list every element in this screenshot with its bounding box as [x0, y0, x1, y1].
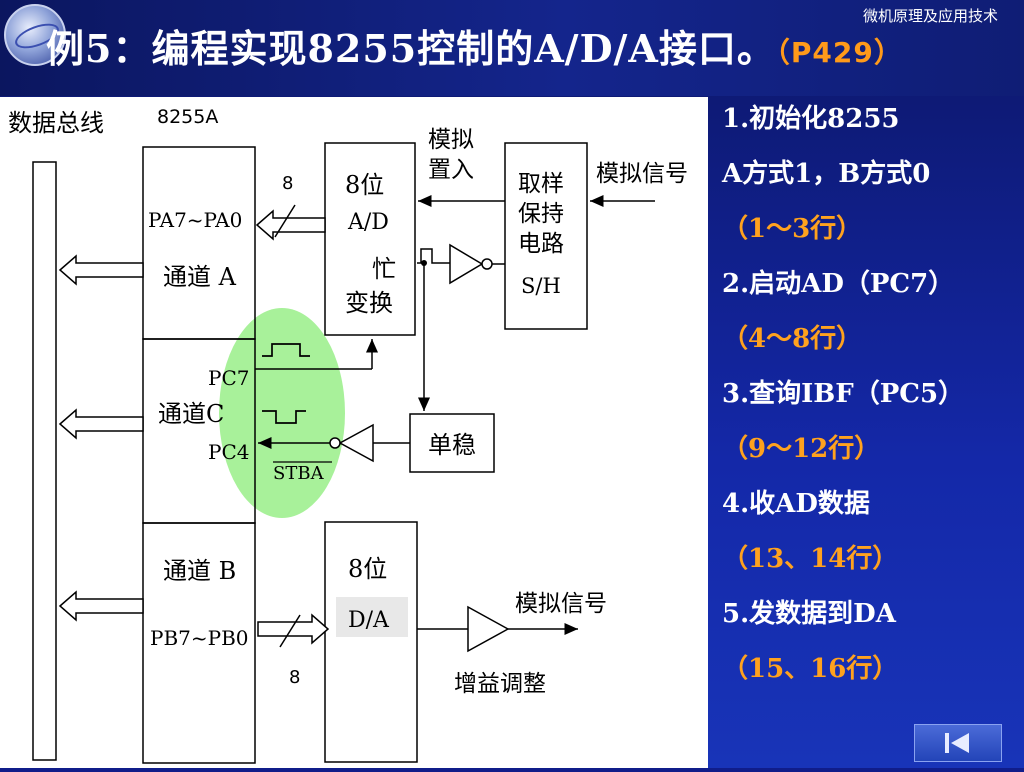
busy-pulse-icon — [417, 248, 440, 264]
step-line: （4～8行） — [722, 324, 863, 354]
dac-label-bg — [336, 597, 408, 637]
width-label-top: 8 — [282, 173, 293, 194]
analog-signal-in-label: 模拟信号 — [596, 161, 688, 187]
adc-line2: A/D — [347, 210, 389, 235]
monostable-block — [409, 413, 495, 473]
bus-arrow-b — [58, 590, 144, 622]
sh-line2: 保持 — [518, 201, 564, 227]
step-line: 4.收AD数据 — [722, 489, 870, 519]
port-b-to-dac-arrow — [257, 613, 330, 645]
slide-title: 例5：编程实现8255控制的A/D/A接口。（P429） — [46, 18, 903, 73]
gain-adjust-label: 增益调整 — [454, 671, 546, 697]
pc7-pulse-icon — [262, 343, 310, 357]
amplifier-icon — [467, 605, 510, 653]
width-label-bottom: 8 — [289, 667, 300, 688]
dac-line1: 8位 — [348, 555, 387, 583]
course-name: 微机原理及应用技术 — [862, 7, 998, 25]
sh-line1: 取样 — [518, 171, 564, 197]
chip-label: 8255A — [157, 106, 218, 128]
sh-line3: 电路 — [518, 231, 564, 257]
pc4-pulse-icon — [262, 410, 306, 424]
step-line: 1.初始化8255 — [722, 104, 900, 134]
adc-line1: 8位 — [345, 171, 384, 199]
circuit-svg: 数据总线 8255A PA7~PA0 通道 A 通道C PC7 PC4 STBA… — [8, 106, 688, 764]
pc4-label: PC4 — [208, 440, 249, 464]
pc7-label: PC7 — [208, 366, 249, 390]
step-line: （1～3行） — [722, 214, 863, 244]
port-b-label: 通道 B — [163, 557, 236, 585]
adc-busy: 忙 — [372, 255, 396, 283]
sh-line4: S/H — [521, 274, 561, 298]
adc-block — [324, 142, 416, 336]
dac-line2: D/A — [348, 608, 390, 633]
title-page-ref: （P429） — [775, 36, 903, 69]
inverter-icon — [449, 243, 484, 285]
analog-in-label-2: 置入 — [428, 157, 474, 183]
monostable-label: 单稳 — [428, 431, 476, 459]
step-line: 5.发数据到DA — [722, 599, 896, 629]
title-main: 例5：编程实现8255控制的A/D/A接口。 — [46, 26, 776, 71]
first-slide-button[interactable] — [914, 724, 1002, 762]
highlight-ellipse — [219, 308, 345, 518]
first-slide-icon — [945, 733, 949, 753]
buffer-icon — [338, 423, 374, 463]
port-b-block — [142, 522, 256, 764]
bus-arrow-a — [58, 254, 144, 286]
inverter-bubble — [481, 258, 493, 270]
width-slash-bottom — [279, 614, 301, 648]
analog-signal-out-label: 模拟信号 — [515, 591, 607, 617]
port-b-pins: PB7~PB0 — [150, 626, 249, 650]
port-c-label: 通道C — [158, 400, 224, 428]
school-logo-icon — [4, 4, 66, 66]
step-line: A方式1，B方式0 — [722, 159, 931, 189]
bus-label: 数据总线 — [8, 109, 104, 137]
first-slide-arrow — [951, 733, 969, 753]
width-slash-top — [274, 204, 296, 238]
port-a-pins: PA7~PA0 — [148, 208, 242, 232]
dac-block — [324, 521, 418, 763]
analog-in-label-1: 模拟 — [428, 127, 474, 153]
step-line: （13、14行） — [722, 544, 899, 574]
stba-label: STBA — [273, 463, 325, 484]
sample-hold-block — [504, 142, 588, 330]
buffer-bubble — [329, 437, 341, 449]
step-line: （15、16行） — [722, 654, 899, 684]
adc-conv: 变换 — [345, 289, 393, 317]
step-line: 2.启动AD（PC7） — [722, 269, 955, 299]
title-bar: 微机原理及应用技术 例5：编程实现8255控制的A/D/A接口。（P429） — [0, 0, 1024, 96]
step-line: （9～12行） — [722, 434, 881, 464]
junction-dot — [421, 260, 427, 266]
step-line: 3.查询IBF（PC5） — [722, 379, 965, 409]
port-a-label: 通道 A — [163, 263, 237, 291]
port-a-block — [142, 146, 256, 340]
data-bus-bar — [32, 161, 57, 761]
circuit-diagram: 数据总线 8255A PA7~PA0 通道 A 通道C PC7 PC4 STBA… — [0, 97, 708, 768]
bus-arrow-c — [58, 408, 144, 440]
adc-to-port-a-arrow — [255, 209, 326, 241]
